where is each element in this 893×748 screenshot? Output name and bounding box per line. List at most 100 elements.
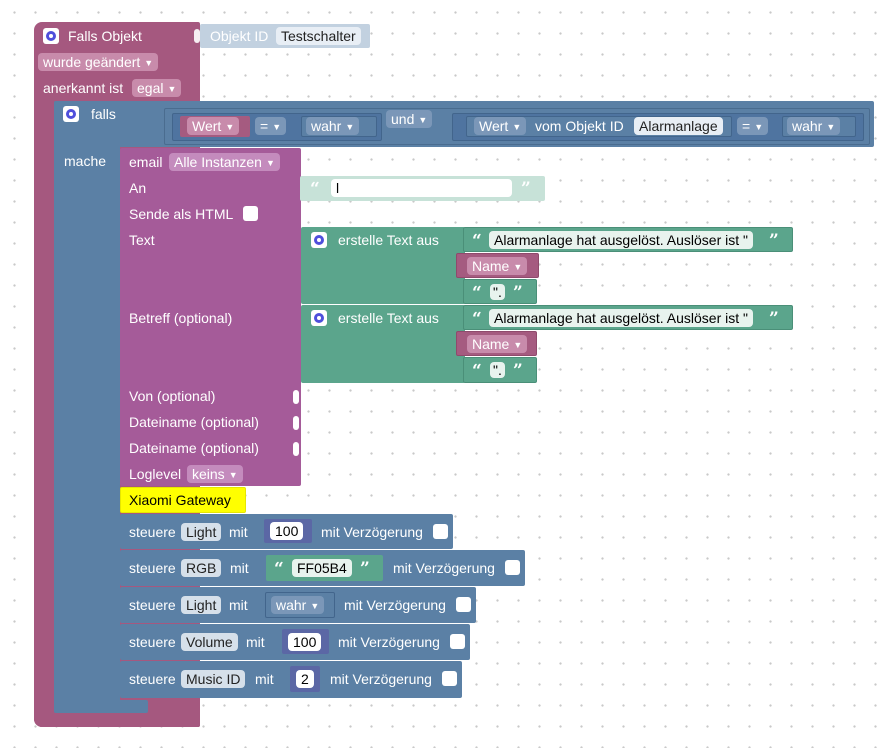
name-dropdown[interactable]: Name▼	[467, 257, 528, 275]
subject-part3-field[interactable]: ".	[490, 362, 505, 378]
close-quote-icon: ”	[769, 231, 779, 251]
boolean-value: wahr	[311, 118, 342, 134]
close-quote-icon: ”	[360, 559, 370, 579]
loglevel-dropdown[interactable]: keins▼	[187, 465, 243, 483]
control-verb: steuere	[129, 634, 176, 650]
instance-dropdown[interactable]: Alle Instanzen▼	[169, 153, 280, 171]
close-quote-icon: ”	[521, 179, 531, 199]
open-quote-icon: “	[472, 361, 482, 381]
delay-checkbox[interactable]	[442, 671, 457, 686]
control-value[interactable]: 100	[288, 633, 322, 651]
settings-gear-icon[interactable]	[311, 232, 327, 248]
control-with: mit	[255, 671, 274, 687]
chevron-down-icon: ▼	[513, 340, 523, 350]
open-quote-icon: “	[310, 179, 320, 199]
logic-op-dropdown[interactable]: und▼	[386, 110, 433, 128]
do-label: mache	[64, 153, 107, 169]
close-quote-icon: ”	[513, 283, 523, 303]
if-block[interactable]	[54, 101, 120, 713]
control-value[interactable]: 100	[270, 522, 304, 540]
control-verb: steuere	[129, 560, 176, 576]
text-label: Text	[129, 232, 155, 248]
filename2-label: Dateiname (optional)	[129, 440, 259, 456]
subject-join-label: erstelle Text aus	[338, 310, 439, 326]
control-target[interactable]: Light	[181, 596, 222, 614]
control-value[interactable]: 2	[296, 670, 314, 688]
logic-op-value: und	[391, 111, 415, 127]
chevron-down-icon: ▼	[225, 122, 235, 132]
chevron-down-icon: ▼	[754, 122, 764, 132]
control-with: mit	[246, 634, 265, 650]
object-id-field[interactable]: Testschalter	[276, 27, 361, 45]
object-id-label: Objekt ID	[210, 28, 269, 44]
delay-checkbox[interactable]	[456, 597, 471, 612]
from-object-label: vom Objekt ID	[535, 118, 624, 134]
from-label: Von (optional)	[129, 388, 216, 404]
subject-join-block[interactable]	[301, 305, 465, 383]
boolean-dropdown[interactable]: wahr▼	[271, 596, 325, 614]
filename1-label: Dateiname (optional)	[129, 414, 259, 430]
operator-dropdown[interactable]: =▼	[737, 117, 769, 135]
if-block-footer	[54, 700, 148, 713]
control-verb: steuere	[129, 671, 176, 687]
value-field-dropdown[interactable]: Wert▼	[187, 117, 240, 135]
changed-dropdown[interactable]: wurde geändert▼	[38, 53, 159, 71]
trigger-label: Falls Objekt	[68, 28, 142, 44]
control-target[interactable]: RGB	[181, 559, 222, 577]
open-quote-icon: “	[472, 283, 482, 303]
delay-checkbox[interactable]	[505, 560, 520, 575]
chevron-down-icon: ▼	[272, 122, 282, 132]
ack-dropdown[interactable]: egal▼	[132, 79, 182, 97]
control-verb: steuere	[129, 597, 176, 613]
instance-value: Alle Instanzen	[174, 154, 262, 170]
name-value: Name	[472, 258, 510, 274]
text-join-label: erstelle Text aus	[338, 232, 439, 248]
html-checkbox[interactable]	[243, 206, 258, 221]
html-label: Sende als HTML	[129, 206, 234, 222]
state-field-dropdown[interactable]: Wert▼	[474, 117, 527, 135]
name-value: Name	[472, 336, 510, 352]
text-part3-field[interactable]: ".	[490, 284, 505, 300]
control-target[interactable]: Light	[181, 523, 222, 541]
chevron-down-icon: ▼	[228, 470, 238, 480]
settings-gear-icon[interactable]	[43, 28, 59, 44]
chevron-down-icon: ▼	[826, 122, 836, 132]
operator-dropdown[interactable]: =▼	[255, 117, 287, 135]
control-value[interactable]: FF05B4	[292, 559, 352, 577]
name-dropdown[interactable]: Name▼	[467, 335, 528, 353]
control-delay-label: mit Verzögerung	[321, 524, 423, 540]
boolean-dropdown[interactable]: wahr▼	[306, 117, 360, 135]
email-label: email	[129, 154, 163, 170]
operator-value: =	[260, 118, 269, 134]
input-connector-icon	[293, 442, 299, 456]
control-target[interactable]: Music ID	[181, 670, 246, 688]
to-input[interactable]: l	[331, 179, 512, 197]
chevron-down-icon: ▼	[265, 158, 275, 168]
settings-gear-icon[interactable]	[311, 310, 327, 326]
chevron-down-icon: ▼	[167, 84, 177, 94]
delay-checkbox[interactable]	[450, 634, 465, 649]
control-with: mit	[229, 524, 248, 540]
delay-checkbox[interactable]	[433, 524, 448, 539]
chevron-down-icon: ▼	[512, 122, 522, 132]
ack-dropdown-value: egal	[137, 80, 164, 96]
input-connector-icon	[194, 29, 200, 43]
control-with: mit	[229, 597, 248, 613]
text-part1-field[interactable]: Alarmanlage hat ausgelöst. Auslöser ist …	[489, 231, 753, 249]
comment-block[interactable]	[120, 487, 246, 513]
changed-dropdown-value: wurde geändert	[43, 54, 141, 70]
control-value: wahr	[276, 597, 307, 613]
control-target[interactable]: Volume	[181, 633, 238, 651]
control-delay-label: mit Verzögerung	[393, 560, 495, 576]
chevron-down-icon: ▼	[418, 115, 428, 125]
open-quote-icon: “	[472, 309, 482, 329]
control-delay-label: mit Verzögerung	[330, 671, 432, 687]
subject-label: Betreff (optional)	[129, 310, 233, 326]
settings-gear-icon[interactable]	[63, 106, 79, 122]
subject-part1-field[interactable]: Alarmanlage hat ausgelöst. Auslöser ist …	[489, 309, 753, 327]
text-join-block[interactable]	[301, 227, 465, 304]
boolean-dropdown[interactable]: wahr▼	[787, 117, 841, 135]
trigger-block-footer	[34, 712, 200, 727]
email-block[interactable]	[120, 148, 301, 486]
object-id-field[interactable]: Alarmanlage	[634, 117, 723, 135]
